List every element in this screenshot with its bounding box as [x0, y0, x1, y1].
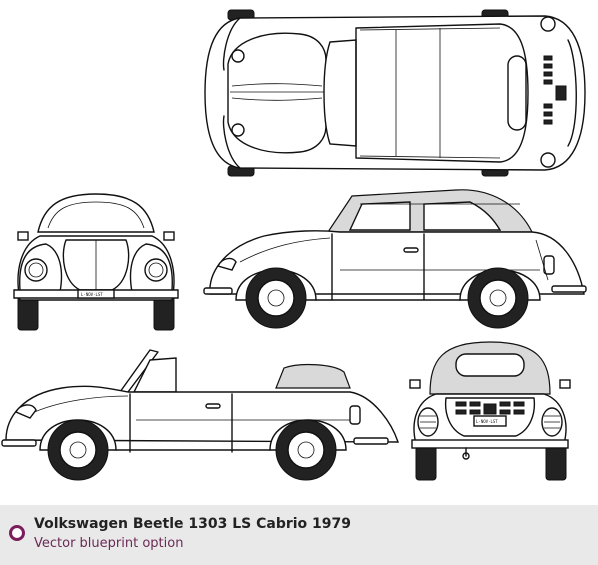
caption-title: Volkswagen Beetle 1303 LS Cabrio 1979 — [34, 516, 352, 532]
front-plate-text: L·NOV·LST — [81, 292, 103, 297]
rear-view: L·NOV·LST — [409, 341, 571, 481]
ring-bullet-icon — [9, 525, 25, 541]
side-view-top-down — [1, 349, 399, 481]
engine-grille — [543, 55, 567, 125]
front-view: L·NOV·LST — [13, 193, 179, 331]
caption-subtitle[interactable]: Vector blueprint option — [34, 536, 184, 551]
caption-bar: Volkswagen Beetle 1303 LS Cabrio 1979 Ve… — [0, 505, 598, 565]
blueprint-drawing: L·NOV·LST — [1, 9, 587, 481]
top-view — [204, 9, 586, 177]
rear-plate-text: L·NOV·LST — [476, 419, 498, 424]
rear-grille — [455, 401, 525, 415]
side-view-top-up — [203, 189, 587, 329]
